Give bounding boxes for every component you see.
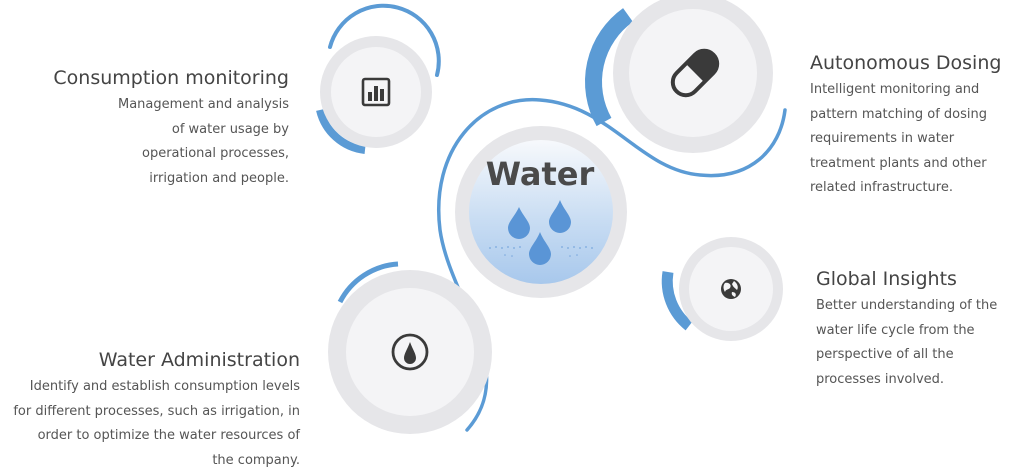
pill-capsule-icon [670, 48, 720, 98]
consumption-desc-line: of water usage by [171, 121, 289, 137]
admin-desc-line: the company. [212, 452, 300, 468]
dosing-desc-line: pattern matching of dosing [810, 106, 987, 122]
dosing-arc [585, 8, 634, 127]
consumption-desc-line: Management and analysis [118, 97, 289, 112]
water-administration-block: Water Administration Identify and establ… [13, 349, 300, 473]
admin-desc-line: Identify and establish consumption level… [29, 379, 300, 394]
dosing-desc-line: requirements in water [810, 131, 955, 146]
global-insights-block: Global Insights Better understanding of … [816, 268, 997, 392]
admin-desc-line: order to optimize the water resources of [37, 428, 300, 443]
global-arc [661, 271, 693, 331]
water-ripple-dots [489, 246, 593, 257]
water-center-node [455, 126, 627, 298]
consumption-desc-line: operational processes, [142, 146, 289, 161]
admin-desc-line: for different processes, such as irrigat… [13, 403, 300, 419]
water-drops-icon [508, 200, 571, 265]
dosing-title: Autonomous Dosing [810, 52, 1002, 74]
global-title: Global Insights [816, 268, 957, 290]
global-desc-line: water life cycle from the [816, 322, 975, 338]
admin-arc [337, 261, 399, 304]
gauge-icon [391, 333, 429, 371]
global-desc-line: processes involved. [816, 371, 945, 387]
consumption-arc-top [328, 3, 441, 77]
consumption-arc-bottom [316, 108, 366, 154]
bar-chart-icon [361, 77, 391, 107]
dosing-desc-line: related infrastructure. [810, 180, 953, 195]
globe-icon [721, 279, 741, 299]
center-title: Water [485, 155, 595, 193]
global-desc-line: Better understanding of the [816, 298, 998, 313]
dosing-desc-line: treatment plants and other [810, 155, 987, 171]
consumption-desc-line: irrigation and people. [149, 170, 289, 186]
admin-title: Water Administration [98, 349, 300, 371]
autonomous-dosing-block: Autonomous Dosing Intelligent monitoring… [810, 52, 1001, 201]
consumption-title: Consumption monitoring [53, 67, 289, 89]
dosing-desc-line: Intelligent monitoring and [810, 82, 980, 97]
consumption-monitoring-block: Consumption monitoring Management and an… [53, 67, 289, 191]
dosing-node [585, 0, 773, 153]
global-desc-line: perspective of all the [816, 347, 954, 362]
